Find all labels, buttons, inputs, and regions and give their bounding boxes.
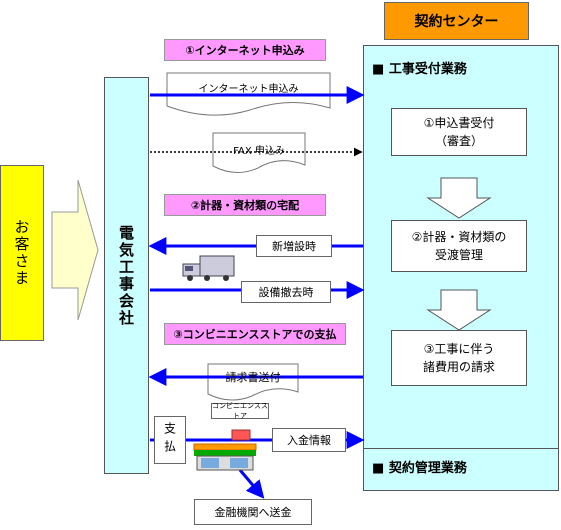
customer-to-contractor-arrow: [51, 179, 99, 321]
invoice-doc-shape: [207, 363, 299, 401]
contractor-label: 電気工事会社: [117, 224, 135, 327]
invoice-doc-text: 請求書送付: [225, 371, 281, 384]
step2-line1: ②計器・資材類の: [411, 230, 507, 244]
pink-convenience-label: ③コンビニエンスストアでの支払: [164, 323, 346, 345]
customer-label: お客さま: [12, 219, 31, 287]
internet-doc-text: インターネット申込み: [198, 83, 299, 95]
payment-info-box: 入金情報: [272, 428, 346, 452]
fax-doc-text: FAX 申込み: [233, 145, 285, 157]
removal-text: 設備撤去時: [258, 286, 314, 299]
pink-delivery-label: ②計器・資材類の宅配: [164, 194, 326, 216]
section-contract: ■ 契約管理業務: [372, 457, 467, 476]
square-bullet-icon: ■: [372, 461, 385, 476]
internet-doc: インターネット申込み: [167, 76, 330, 98]
pink-internet-text: ①インターネット申込み: [185, 44, 305, 57]
truck-icon: [182, 255, 235, 281]
step-application-receipt: ①申込書受付 （審査）: [391, 108, 527, 156]
bank-transfer-arrow: [238, 469, 265, 499]
down-arrow-1: [426, 177, 492, 219]
step3-line2: 諸費用の請求: [422, 360, 495, 374]
down-arrow-2: [426, 289, 492, 331]
section-construction-label: 工事受付業務: [388, 62, 467, 77]
step1-line2: （審査）: [434, 134, 483, 148]
bank-box: 金融機関へ送金: [194, 499, 312, 525]
payment-info-text: 入金情報: [287, 434, 331, 447]
removal-box: 設備撤去時: [241, 281, 331, 303]
step-materials-management: ②計器・資材類の 受渡管理: [391, 220, 527, 272]
section-construction: ■ 工事受付業務: [372, 58, 467, 77]
customer-box: お客さま: [0, 165, 44, 341]
store-icon: [193, 429, 257, 471]
fax-doc: FAX 申込み: [213, 138, 305, 160]
pink-convenience-text: ③コンビニエンスストアでの支払: [173, 328, 337, 341]
new-install-box: 新増設時: [256, 235, 332, 257]
section-divider: [363, 448, 559, 449]
payment-text: 支払: [162, 422, 177, 458]
square-bullet-icon: ■: [372, 62, 385, 77]
step3-line1: ③工事に伴う: [423, 342, 495, 356]
section-contract-label: 契約管理業務: [388, 461, 467, 476]
center-title-text: 契約センター: [414, 14, 499, 30]
invoice-doc: 請求書送付: [208, 367, 298, 387]
pink-internet-label: ①インターネット申込み: [164, 39, 326, 61]
contractor-box: 電気工事会社: [104, 77, 149, 474]
store-label-box: コンビニエンスストア: [211, 402, 269, 420]
step1-line1: ①申込書受付: [423, 116, 495, 130]
step-cost-billing: ③工事に伴う 諸費用の請求: [391, 330, 527, 386]
bank-text: 金融機関へ送金: [214, 506, 292, 519]
new-install-text: 新増設時: [272, 240, 316, 253]
pink-delivery-text: ②計器・資材類の宅配: [190, 199, 300, 212]
store-label-text: コンビニエンスストア: [212, 402, 268, 420]
center-title: 契約センター: [384, 2, 529, 40]
step2-line2: 受渡管理: [434, 248, 483, 262]
payment-box: 支払: [154, 416, 186, 464]
